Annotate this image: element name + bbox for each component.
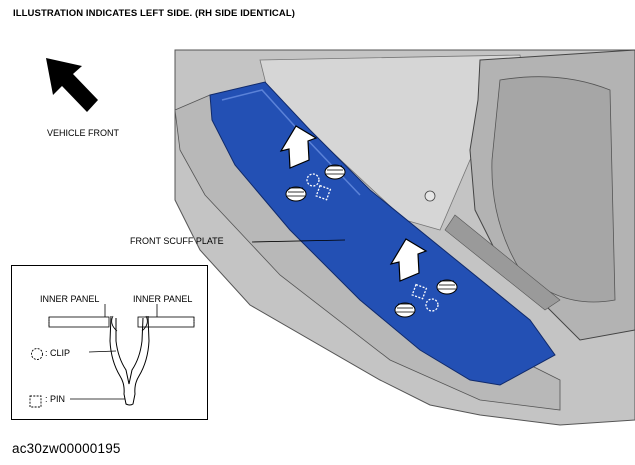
fastener-group-lower xyxy=(389,238,458,318)
inner-panel-left xyxy=(48,316,110,328)
removal-arrow-icon xyxy=(279,125,318,169)
pin-legend-icon xyxy=(29,395,42,408)
vehicle-front-label: VEHICLE FRONT xyxy=(47,128,120,138)
seat-cushion-edge xyxy=(491,76,616,303)
clip-shape xyxy=(109,315,150,406)
clip-legend-label: : CLIP xyxy=(45,348,71,358)
clip-position-icon xyxy=(425,298,439,312)
pin-position-icon xyxy=(315,184,332,201)
pin-position-icon xyxy=(411,283,428,300)
fastener-group-upper xyxy=(279,125,346,202)
figure-code: ac30zw00000195 xyxy=(12,441,121,456)
inner-panel-left-label: INNER PANEL xyxy=(40,294,100,304)
clip-hatched-icon xyxy=(285,186,307,202)
scuff-plate-highlight xyxy=(221,89,361,196)
inner-panel-right-label: INNER PANEL xyxy=(133,294,193,304)
clip-hatched-icon xyxy=(324,164,346,180)
clip-legend-icon xyxy=(31,348,43,360)
clip-detail-inset: INNER PANEL INNER PANEL : CLIP : PIN xyxy=(11,265,208,420)
part-leader-line xyxy=(251,239,346,243)
clip-position-icon xyxy=(306,173,320,187)
clip-detail-drawing xyxy=(29,304,195,408)
vehicle-front-arrow-icon xyxy=(46,58,98,112)
front-scuff-plate-label: FRONT SCUFF PLATE xyxy=(130,236,224,246)
removal-arrow-icon xyxy=(389,238,428,282)
pin-legend-label: : PIN xyxy=(45,394,66,404)
illustration-note: ILLUSTRATION INDICATES LEFT SIDE. (RH SI… xyxy=(13,8,296,19)
seat-rail xyxy=(444,214,561,311)
floor-bolt xyxy=(424,190,436,202)
clip-hatched-icon xyxy=(394,302,416,318)
clip-hatched-icon xyxy=(436,279,458,295)
